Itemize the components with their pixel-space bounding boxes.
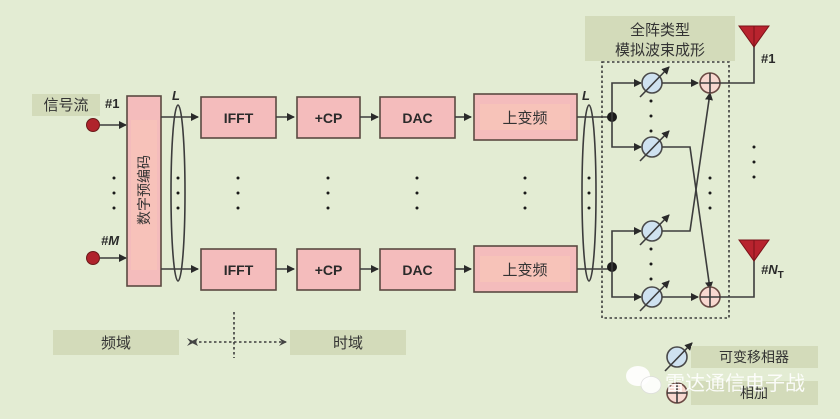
legend-phase-shifter-label: 可变移相器 [719,350,789,366]
antenna-ellipsis [752,145,756,179]
legend-adder-label: 相加 [740,386,768,402]
ifft-block-bottom [200,248,277,291]
upconvert-label-top: 上变频 [502,109,547,127]
dac-label-bottom: DAC [402,262,432,278]
ps-ellipsis-bottom [649,247,653,281]
input-ellipsis [112,176,116,210]
layer-L-label-left: L [172,88,180,103]
ps-ellipsis-top [649,99,653,133]
adder-ellipsis [708,176,712,210]
signal-stream-label-box [32,94,100,116]
legend-adder-icon [666,382,688,404]
phase-shifter-bottom-1 [639,214,670,246]
antenna-first [738,25,770,48]
wechat-icon [626,366,662,394]
dac-block-bottom [379,248,456,291]
input-last-label: #M [101,233,120,248]
phase-shifter-top-1 [639,66,670,98]
beamforming-title-line2: 模拟波束成形 [615,41,705,59]
time-domain-box [290,330,406,355]
watermark-text: 雷达通信电子战 [665,371,805,395]
bundle-ellipse-right [581,104,597,282]
upconvert-label-bottom: 上变频 [502,261,547,279]
bundle-ellipse-left [170,104,186,282]
beamforming-title-box [585,16,735,61]
ifft-label-top: IFFT [224,110,254,126]
phase-shifter-top-2 [639,130,670,162]
input-source-first [86,118,100,132]
signal-stream-label: 信号流 [43,96,88,114]
adder-top [699,72,721,94]
beamforming-title-line1: 全阵类型 [630,21,690,39]
analog-beamforming-region [601,61,730,319]
antenna-last-label: #NT [761,262,784,281]
ifft-label-bottom: IFFT [224,262,254,278]
antenna-last [738,239,770,262]
cp-block-top [296,96,361,139]
cp-label-top: +CP [315,110,343,126]
antenna-first-label: #1 [761,51,775,66]
legend-phase-shifter-icon [664,342,693,372]
time-domain-label: 时域 [333,334,363,352]
freq-domain-label: 频域 [101,334,131,352]
phase-shifter-bottom-2 [639,280,670,312]
freq-domain-box [53,330,179,355]
bundle-ellipsis-right [587,176,591,210]
cp-label-bottom: +CP [315,262,343,278]
cp-block-bottom [296,248,361,291]
layer-L-label-right: L [582,88,590,103]
dac-block-top [379,96,456,139]
dac-label-top: DAC [402,110,432,126]
ifft-block-top [200,96,277,139]
input-source-last [86,251,100,265]
input-first-label: #1 [105,96,119,111]
chain-ellipsis [236,176,527,210]
adder-bottom [699,286,721,308]
legend-adder-box [691,381,818,405]
bundle-ellipsis-left [176,176,180,210]
digital-precoder-label: 数字预编码 [137,155,153,225]
legend-phase-shifter-box [691,346,818,368]
